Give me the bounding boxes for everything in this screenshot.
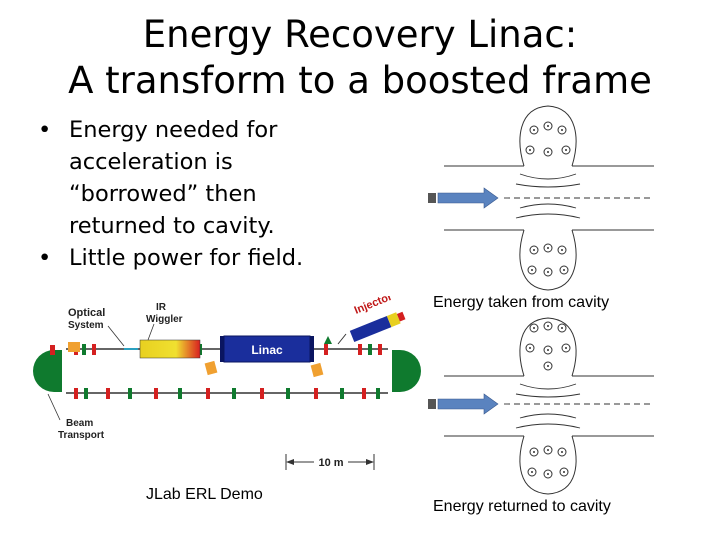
injector xyxy=(349,311,406,343)
injector-label: Injector xyxy=(353,296,395,317)
ir-wiggler xyxy=(139,339,201,359)
linac-label: Linac xyxy=(251,343,283,357)
field-lines xyxy=(504,383,654,429)
diagram-caption: JLab ERL Demo xyxy=(146,486,263,503)
title-line-1: Energy Recovery Linac: xyxy=(142,13,578,56)
beam-arrow xyxy=(437,393,499,415)
bullet-marker: • xyxy=(38,245,52,271)
bullet-list: • Energy needed for acceleration is “bor… xyxy=(38,114,338,274)
injector-merger xyxy=(324,336,332,344)
injector-leader xyxy=(337,333,347,345)
magnetic-field-markers xyxy=(525,321,571,479)
erl-schematic: Linac Injector Optical System IR Wiggler… xyxy=(33,296,421,470)
scale-bar: 10 m xyxy=(285,454,375,470)
bullet-line: “borrowed” then xyxy=(69,181,257,207)
cavity-cell-lower xyxy=(519,229,577,291)
beam-arrow-tail xyxy=(428,193,436,203)
left-bend-magnet xyxy=(33,350,62,392)
optical-mirror xyxy=(68,342,80,352)
linac-body xyxy=(223,335,311,363)
cavity-energy-returned xyxy=(428,317,654,495)
beam-arrow-tail xyxy=(428,399,436,409)
optical-system-leader xyxy=(107,325,125,347)
scale-label: 10 m xyxy=(318,457,343,469)
cavity-cell-lower xyxy=(519,435,577,495)
optical-system-label-2: System xyxy=(68,320,104,331)
bullet-line: returned to cavity. xyxy=(69,213,275,239)
ir-wiggler-label-1: IR xyxy=(156,302,167,313)
bullet-line: Energy needed for xyxy=(69,117,278,143)
cavity-cell xyxy=(519,317,577,377)
cavity-energy-taken xyxy=(428,105,654,291)
bullet-line: acceleration is xyxy=(69,149,233,175)
beam-arrow xyxy=(437,187,499,209)
bullet-line: Little power for field. xyxy=(69,245,304,271)
field-lines xyxy=(504,173,654,219)
slide-title: Energy Recovery Linac: A transform to a … xyxy=(0,12,720,104)
cavity-top-caption: Energy taken from cavity xyxy=(433,294,610,311)
beam-transport-leader xyxy=(47,393,61,421)
optical-mirror-3 xyxy=(310,362,324,378)
ir-wiggler-label-2: Wiggler xyxy=(146,314,183,325)
cavity-bottom-caption: Energy returned to cavity xyxy=(433,498,611,515)
bullet-marker: • xyxy=(38,117,52,143)
right-bend-magnet xyxy=(392,350,421,392)
bullet-item: • Little power for field. xyxy=(38,242,338,274)
optical-mirror-2 xyxy=(204,360,218,376)
magnetic-field-markers xyxy=(525,121,571,277)
cavity-cell xyxy=(519,105,577,167)
optical-system-label-1: Optical xyxy=(68,307,105,319)
beam-transport-label-2: Transport xyxy=(58,430,105,441)
bullet-item: • Energy needed for acceleration is “bor… xyxy=(38,114,338,242)
beam-transport-label-1: Beam xyxy=(66,418,93,429)
bottom-quads xyxy=(74,388,380,399)
title-line-2: A transform to a boosted frame xyxy=(68,59,652,102)
ir-wiggler-leader xyxy=(147,323,155,341)
